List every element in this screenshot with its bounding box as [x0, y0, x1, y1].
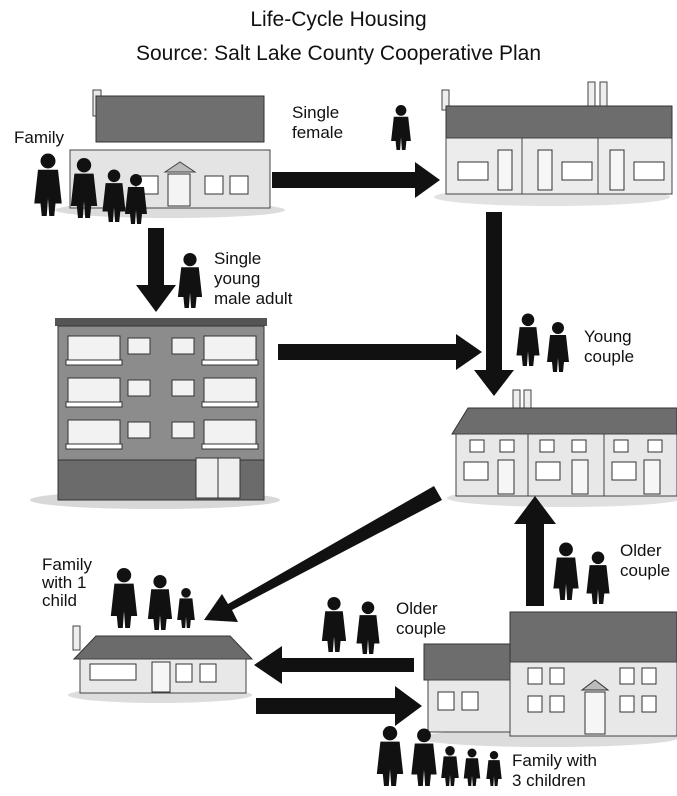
label-older-couple-right-line2: couple: [620, 561, 670, 580]
label-single-male-line3: male adult: [214, 289, 293, 308]
family-one-child-figures: [110, 568, 195, 630]
label-family-three-children-line2: 3 children: [512, 771, 586, 790]
single-female-figure: [391, 105, 411, 150]
arrow-family-to-apartment: [136, 228, 176, 312]
label-family-one-child-line2: with 1: [41, 573, 86, 592]
arrow-large-house-up: [514, 496, 556, 606]
label-single-female-line2: female: [292, 123, 343, 142]
arrow-family-to-terrace: [272, 162, 440, 198]
arrow-apartment-to-terrace: [278, 334, 482, 370]
bungalow-house: [68, 625, 254, 703]
large-family-house: [418, 611, 677, 747]
label-older-couple-middle-line1: Older: [396, 599, 438, 618]
single-male-figure: [177, 253, 203, 308]
arrow-large-house-to-bungalow: [254, 646, 414, 684]
label-single-female-line1: Single: [292, 103, 339, 122]
young-couple-figures: [516, 313, 569, 372]
arrow-terrace-to-bungalow: [204, 486, 442, 622]
older-couple-figures-middle: [321, 597, 380, 654]
label-single-male-line2: young: [214, 269, 260, 288]
label-family-one-child-line3: child: [42, 591, 77, 610]
arrow-bungalow-to-large-house: [256, 686, 422, 726]
diagram-subtitle: Source: Salt Lake County Cooperative Pla…: [135, 42, 542, 65]
label-older-couple-middle-line2: couple: [396, 619, 446, 638]
terrace-house-middle-right: [447, 389, 677, 507]
apartment-block: [30, 318, 280, 509]
label-single-male-line1: Single: [214, 249, 261, 268]
label-family-three-children-line1: Family with: [512, 751, 597, 770]
diagram-title: Life-Cycle Housing: [250, 8, 427, 31]
label-young-couple-line2: couple: [584, 347, 634, 366]
terrace-house-top-right: [434, 81, 673, 206]
label-young-couple-line1: Young: [584, 327, 632, 346]
arrow-terrace-down: [474, 212, 514, 396]
label-family-one-child-line1: Family: [42, 555, 93, 574]
flow-arrows: [136, 162, 556, 726]
label-older-couple-right-line1: Older: [620, 541, 662, 560]
label-family-top: Family: [14, 128, 65, 147]
older-couple-figures-right: [553, 542, 610, 604]
